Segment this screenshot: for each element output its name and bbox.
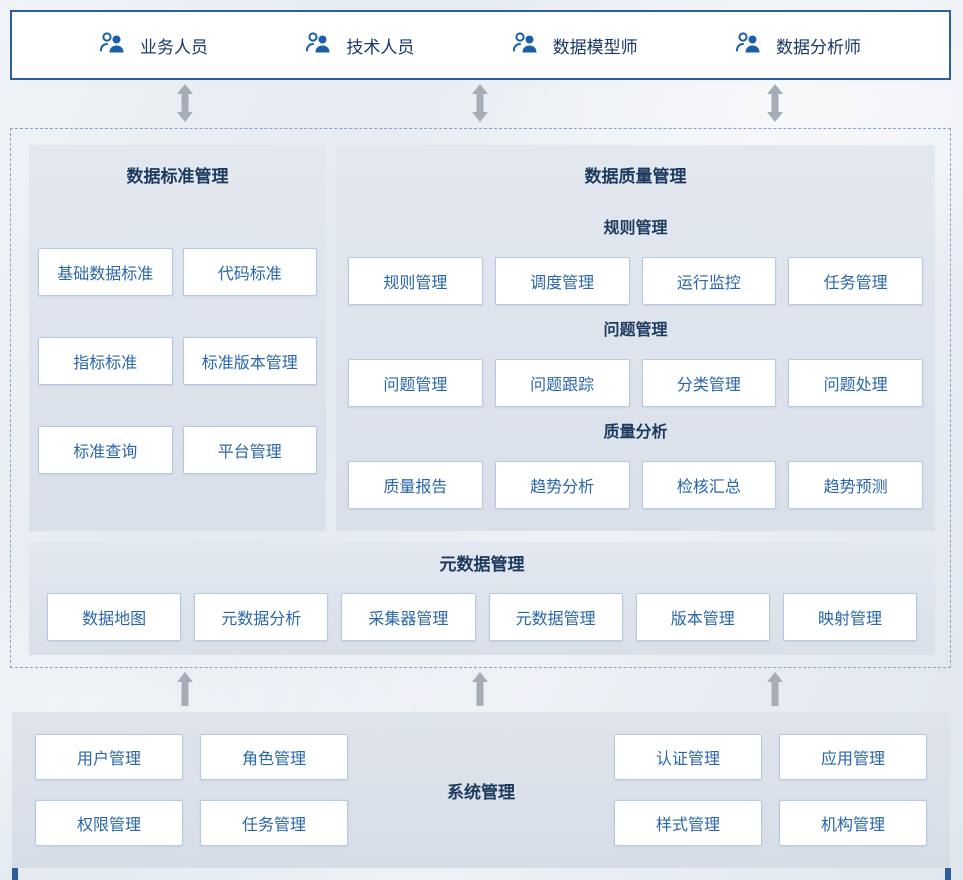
section-heading: 问题管理 <box>603 322 668 339</box>
module-button: 元数据管理 <box>488 593 623 641</box>
module-button: 分类管理 <box>641 359 777 407</box>
corner-accent <box>945 868 951 880</box>
module-button: 运行监控 <box>641 257 777 305</box>
quality-section-analysis: 质量分析 质量报告 趋势分析 检核汇总 趋势预测 <box>336 422 935 509</box>
module-button: 映射管理 <box>782 593 918 641</box>
double-arrow-icon <box>471 84 489 127</box>
panel-data-quality: 数据质量管理 规则管理 规则管理 调度管理 运行监控 任务管理 问题管理 问题管… <box>336 145 935 531</box>
module-button: 角色管理 <box>200 734 348 780</box>
module-button: 基础数据标准 <box>38 248 173 296</box>
quality-section-issues: 问题管理 问题管理 问题跟踪 分类管理 问题处理 <box>336 320 935 407</box>
module-button: 平台管理 <box>182 426 317 474</box>
section-heading: 规则管理 <box>603 220 668 237</box>
role-technical: 技术人员 <box>304 29 414 62</box>
module-button: 任务管理 <box>200 800 348 846</box>
panel-title: 数据标准管理 <box>126 167 229 186</box>
double-arrow-icon <box>176 84 194 127</box>
double-arrow-icon <box>766 84 784 127</box>
module-button: 版本管理 <box>635 593 770 641</box>
module-button: 元数据分析 <box>194 593 329 641</box>
panel-title: 系统管理 <box>447 782 515 802</box>
role-data-analyst: 数据分析师 <box>734 29 861 62</box>
module-button: 代码标准 <box>182 248 317 296</box>
module-button: 任务管理 <box>788 257 923 305</box>
panel-system: 用户管理 角色管理 权限管理 任务管理 系统管理 认证管理 应用管理 样式管理 … <box>12 712 950 868</box>
up-arrow-icon <box>766 672 784 711</box>
system-right-grid: 认证管理 应用管理 样式管理 机构管理 <box>614 734 927 846</box>
module-button: 质量报告 <box>348 461 483 509</box>
panel-title: 数据质量管理 <box>584 167 687 186</box>
module-button: 采集器管理 <box>341 593 476 641</box>
module-button: 权限管理 <box>35 800 183 846</box>
module-button: 数据地图 <box>47 593 182 641</box>
module-button: 趋势预测 <box>788 461 923 509</box>
module-row: 问题管理 问题跟踪 分类管理 问题处理 <box>336 359 935 407</box>
module-button: 问题管理 <box>348 359 483 407</box>
module-row: 质量报告 趋势分析 检核汇总 趋势预测 <box>336 461 935 509</box>
users-icon <box>734 29 762 62</box>
module-button: 指标标准 <box>38 337 173 385</box>
role-label: 技术人员 <box>346 37 415 57</box>
module-button: 调度管理 <box>494 257 630 305</box>
users-icon <box>98 29 126 62</box>
role-data-modeler: 数据模型师 <box>511 29 638 62</box>
module-button: 标准版本管理 <box>182 337 317 385</box>
corner-accent <box>12 868 18 880</box>
module-button: 标准查询 <box>38 426 173 474</box>
panel-data-standard: 数据标准管理 基础数据标准 代码标准 指标标准 标准版本管理 标准查询 平台管理 <box>29 145 326 531</box>
panel-title: 元数据管理 <box>439 555 525 574</box>
standard-module-grid: 基础数据标准 代码标准 指标标准 标准版本管理 标准查询 平台管理 <box>29 248 326 474</box>
module-row: 规则管理 调度管理 运行监控 任务管理 <box>336 257 935 305</box>
module-button: 机构管理 <box>779 800 927 846</box>
module-button: 用户管理 <box>35 734 183 780</box>
role-label: 数据模型师 <box>552 37 638 57</box>
quality-section-rules: 规则管理 规则管理 调度管理 运行监控 任务管理 <box>336 218 935 305</box>
module-button: 应用管理 <box>779 734 927 780</box>
users-icon <box>304 29 332 62</box>
role-business: 业务人员 <box>98 29 208 62</box>
role-label: 数据分析师 <box>775 37 861 57</box>
module-button: 趋势分析 <box>494 461 630 509</box>
module-button: 问题跟踪 <box>494 359 630 407</box>
role-label: 业务人员 <box>140 37 208 57</box>
users-icon <box>511 29 539 62</box>
panel-metadata: 元数据管理 数据地图 元数据分析 采集器管理 元数据管理 版本管理 映射管理 <box>29 542 935 655</box>
module-button: 问题处理 <box>788 359 923 407</box>
system-left-grid: 用户管理 角色管理 权限管理 任务管理 <box>35 734 348 846</box>
up-arrow-icon <box>471 672 489 711</box>
roles-bar: 业务人员 技术人员 数据模型师 <box>10 10 951 80</box>
module-button: 检核汇总 <box>641 461 777 509</box>
section-heading: 质量分析 <box>603 424 668 441</box>
platform-region: 数据标准管理 基础数据标准 代码标准 指标标准 标准版本管理 标准查询 平台管理… <box>10 128 951 668</box>
module-row: 数据地图 元数据分析 采集器管理 元数据管理 版本管理 映射管理 <box>29 593 935 641</box>
module-button: 认证管理 <box>614 734 762 780</box>
module-button: 样式管理 <box>614 800 762 846</box>
up-arrow-icon <box>176 672 194 711</box>
module-button: 规则管理 <box>348 257 483 305</box>
